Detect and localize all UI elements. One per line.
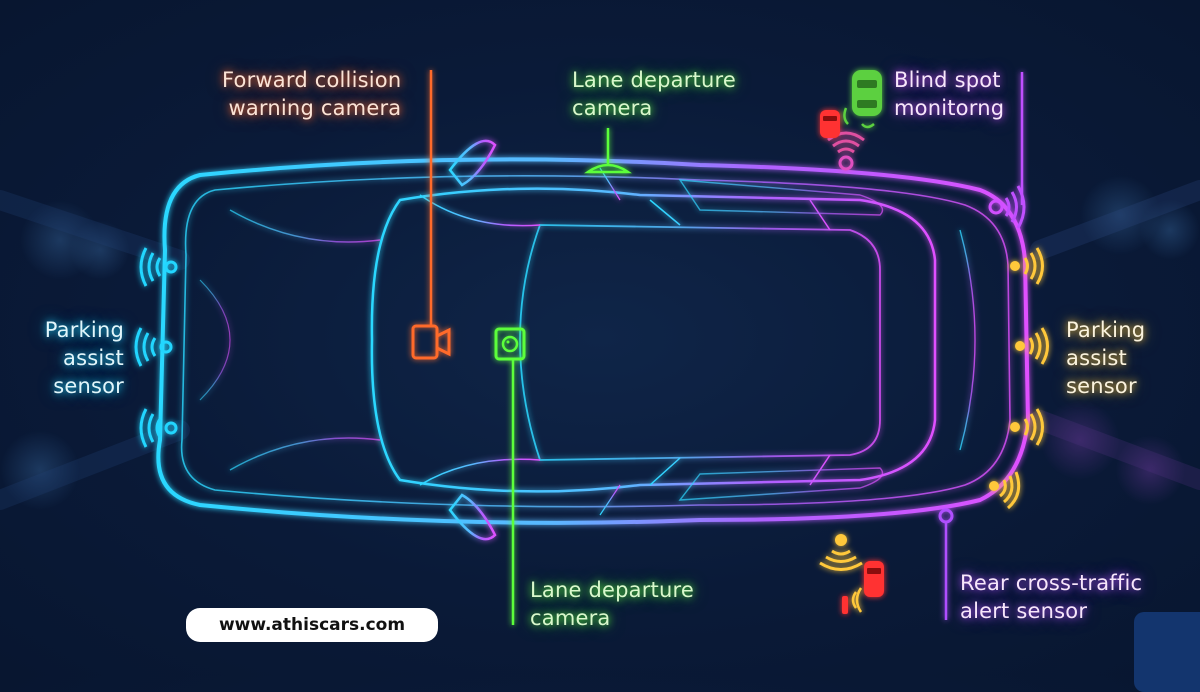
- sensor-wave-icon: [1010, 247, 1044, 285]
- corner-decoration: [1134, 612, 1200, 692]
- lane-departure-bottom-label: Lane departure camera: [530, 578, 694, 630]
- lane-departure-top-label: Lane departure camera: [572, 68, 736, 120]
- rear-cross-traffic-label: Rear cross-traffic alert sensor: [960, 571, 1143, 623]
- parking-assist-right-label: Parking assist sensor: [1066, 318, 1146, 398]
- front-parking-sensors: [134, 247, 178, 448]
- blind-spot-label: Blind spot monitorng: [894, 68, 1005, 120]
- sensor-wave-icon: [819, 549, 863, 571]
- sensor-wave-icon: [1015, 327, 1049, 365]
- lane-departure-camera-top: [584, 128, 632, 174]
- sensor-wave-icon: [139, 408, 178, 448]
- car-icon: [864, 561, 884, 597]
- rear-parking-sensors: [989, 247, 1049, 510]
- sensor-wave-icon: [989, 471, 1021, 510]
- car-icon: [852, 70, 882, 116]
- rear-cross-traffic-alert: [819, 508, 954, 620]
- video-camera-icon: [411, 324, 451, 360]
- car-outline-illustration: [0, 70, 1200, 625]
- lane-departure-camera-interior: [494, 327, 526, 625]
- parking-assist-left-label: Parking assist sensor: [44, 318, 124, 398]
- forward-collision-camera: [411, 70, 451, 360]
- sensor-wave-icon: [1004, 185, 1026, 229]
- watermark-url: www.athiscars.com: [218, 615, 406, 635]
- adas-diagram: Forward collision warning camera Lane de…: [0, 68, 1200, 692]
- forward-collision-label: Forward collision warning camera: [222, 68, 402, 120]
- watermark-url-badge: www.athiscars.com: [186, 608, 438, 642]
- sensor-wave-icon: [139, 247, 178, 287]
- car-body: [156, 139, 1031, 541]
- camera-lens-icon: [501, 335, 519, 353]
- sensor-wave-icon: [134, 327, 173, 367]
- blind-spot-monitoring: [820, 70, 1026, 229]
- car-icon: [820, 110, 840, 138]
- background-bokeh: [0, 175, 1200, 510]
- sensor-wave-icon: [1010, 408, 1044, 446]
